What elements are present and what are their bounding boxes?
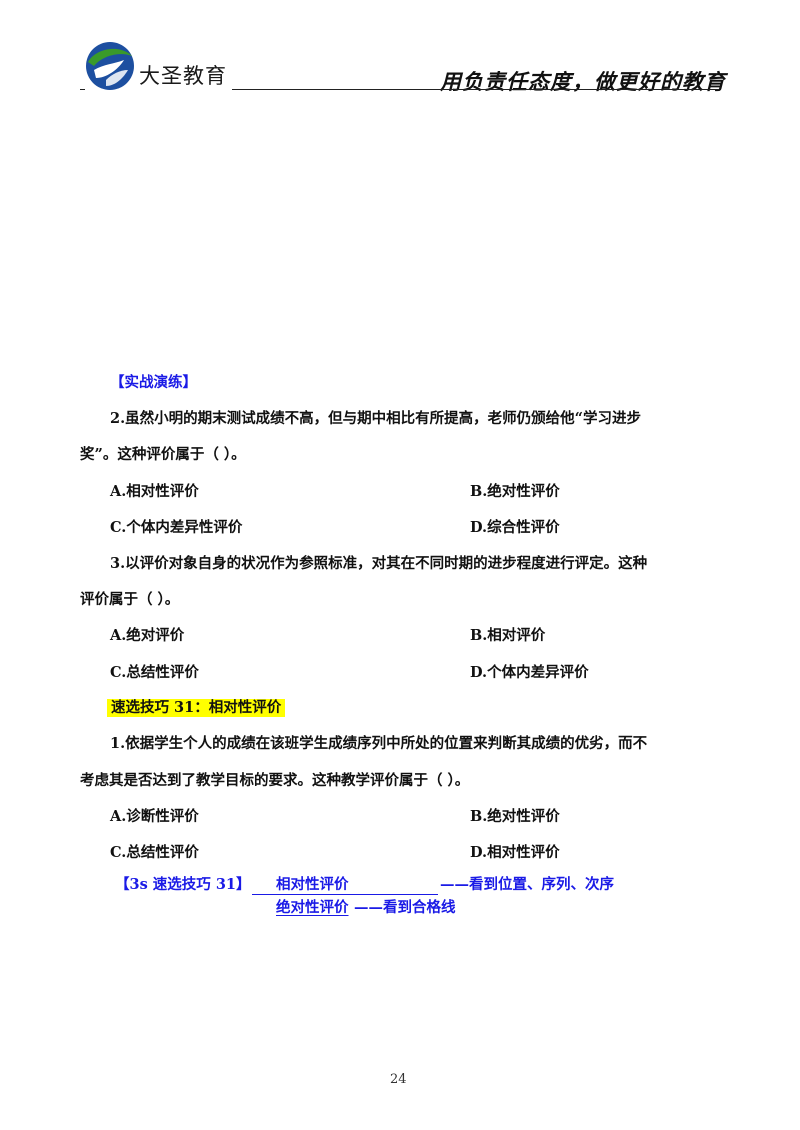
tip-label: 【3s 速选技巧 31】 [115,876,251,893]
question-3-option-d: D.个体内差异评价 [470,664,589,681]
question-1-line-1: 1.依据学生个人的成绩在该班学生成绩序列中所处的位置来判断其成绩的优劣，而不 [110,735,648,752]
question-2-line-1: 2.虽然小明的期末测试成绩不高，但与期中相比有所提高，老师仍颁给他“学习进步 [110,410,641,427]
brand-name: 大圣教育 [139,64,227,88]
question-1-option-c: C.总结性评价 [110,844,199,861]
section-title-tip-31: 速选技巧 31：相对性评价 [107,699,286,717]
question-2-line-2: 奖”。这种评价属于（ ）。 [80,446,246,463]
question-2-option-a: A.相对性评价 [110,483,199,500]
page-number: 24 [390,1072,407,1087]
tip-item-1-note: ——看到位置、序列、次序 [440,876,614,893]
question-3-option-c: C.总结性评价 [110,664,199,681]
tip-item-1-underline: 相对性评价 [252,876,438,895]
tip-item-2: 绝对性评价 [276,899,349,916]
question-1-option-d: D.相对性评价 [470,844,560,861]
question-2-option-d: D.综合性评价 [470,519,560,536]
section-title-practice: 【实战演练】 [110,374,197,391]
logo-icon [84,40,136,92]
tip-item-1: 相对性评价 [276,876,349,893]
question-1-line-2: 考虑其是否达到了教学目标的要求。这种教学评价属于（ ）。 [80,772,470,789]
question-3-line-1: 3.以评价对象自身的状况作为参照标准，对其在不同时期的进步程度进行评定。这种 [110,555,648,572]
header-rule [232,89,719,90]
question-1-option-a: A.诊断性评价 [110,808,199,825]
question-2-option-c: C.个体内差异性评价 [110,519,243,536]
question-1-option-b: B.绝对性评价 [470,808,560,825]
question-3-option-a: A.绝对评价 [110,627,185,644]
header-slogan: 用负责任态度，做更好的教育 [440,69,726,94]
header-rule-left [80,89,85,90]
tip-item-2-note: ——看到合格线 [354,899,456,916]
question-3-line-2: 评价属于（ ）。 [80,591,180,608]
question-3-option-b: B.相对评价 [470,627,546,644]
question-2-option-b: B.绝对性评价 [470,483,560,500]
